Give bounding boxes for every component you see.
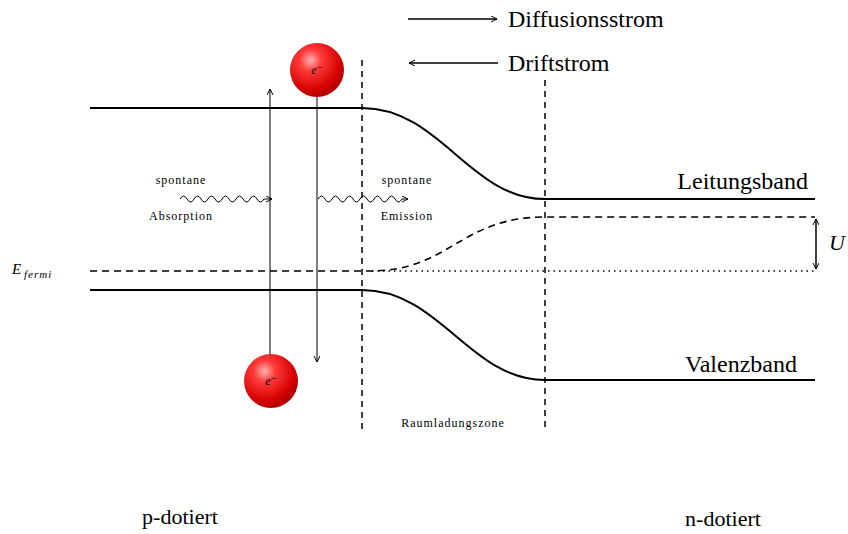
electron-symbol: e⁻ — [311, 63, 323, 78]
boundary-line — [361, 60, 363, 432]
legend-arrow — [408, 18, 497, 20]
process-label: spontane — [156, 174, 207, 186]
photon-wave — [180, 196, 272, 202]
valence-band — [90, 290, 815, 380]
electron-symbol: e⁻ — [265, 374, 277, 389]
process-label: spontane — [382, 174, 433, 186]
electron-circle: e⁻ — [290, 43, 344, 97]
photon-wave — [318, 196, 408, 202]
legend-text: Driftstrom — [508, 51, 609, 75]
fermi-level — [90, 217, 815, 271]
fermi-reference — [372, 270, 815, 272]
region-label: p-dotiert — [142, 506, 218, 528]
absorption-arrow — [270, 89, 271, 362]
zone-label: Raumladungszone — [401, 417, 505, 429]
emission-arrow — [317, 90, 318, 362]
legend-text: Diffusionsstrom — [508, 7, 664, 31]
band-label: Leitungsband — [677, 169, 808, 193]
fermi-label: E — [12, 262, 21, 277]
voltage-label: U — [829, 232, 845, 254]
band-label: Valenzband — [685, 352, 797, 376]
process-label: Absorption — [149, 210, 213, 222]
electron-circle: e⁻ — [244, 354, 298, 408]
fermi-subscript: fermi — [24, 269, 52, 280]
voltage-arrow — [815, 219, 817, 269]
conduction-band — [90, 108, 815, 199]
legend-arrow — [409, 62, 498, 64]
region-label: n-dotiert — [685, 508, 761, 530]
process-label: Emission — [381, 210, 434, 222]
